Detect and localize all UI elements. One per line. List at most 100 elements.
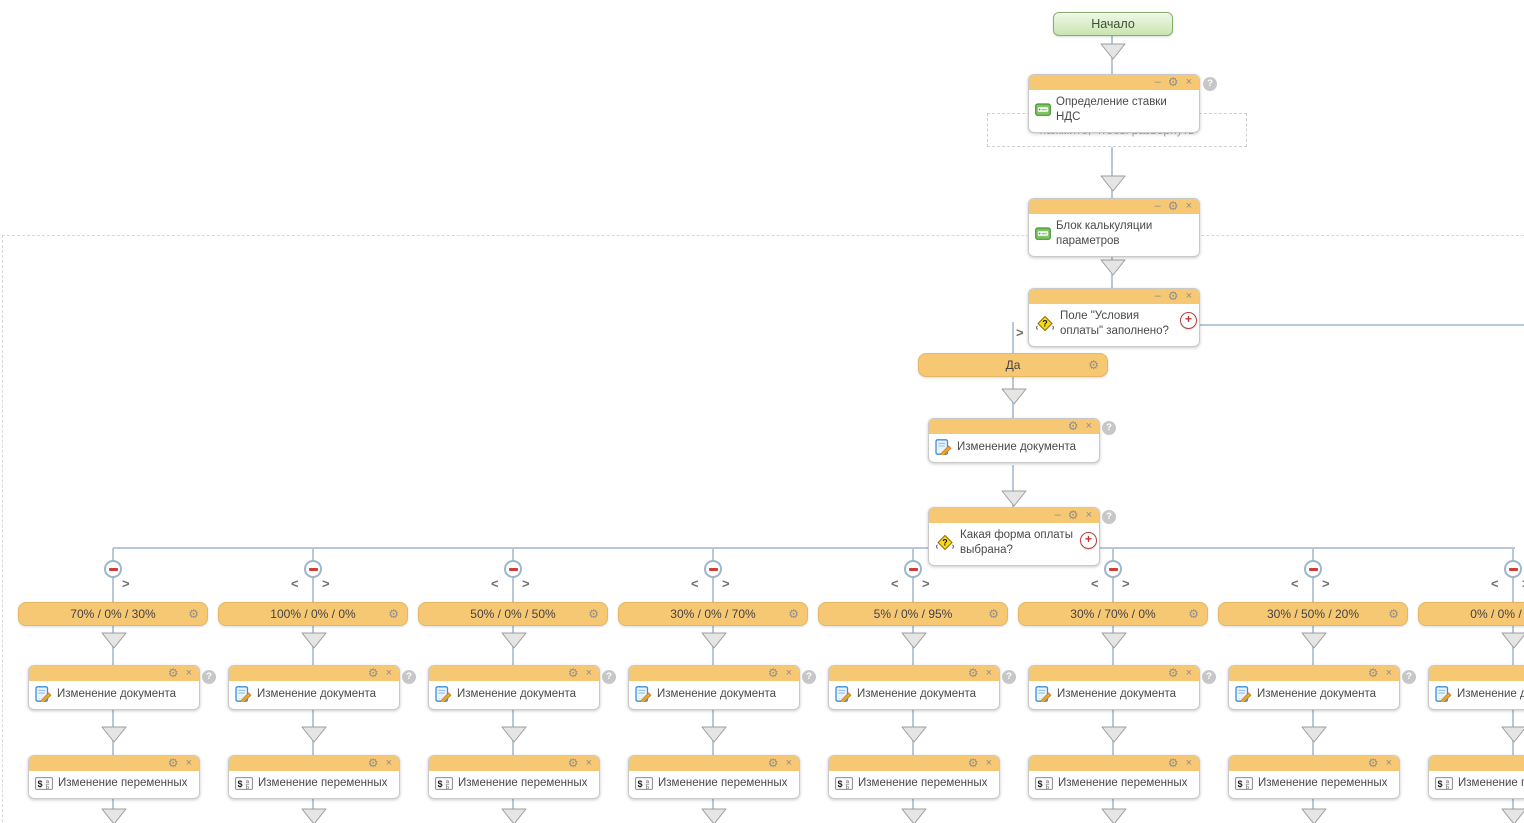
help-icon[interactable]: ? <box>1102 510 1116 524</box>
chevron-right-icon[interactable]: > <box>1122 576 1130 591</box>
gear-icon[interactable]: ⚙ <box>1367 666 1379 680</box>
change-document-node[interactable]: ⚙ × Изменение документа <box>828 665 1000 710</box>
branch-label[interactable]: 0% / 0% / 100% ⚙ <box>1418 602 1524 626</box>
gateway-node-payment-form[interactable]: – ⚙ × ? Какая форма оплаты выбрана? <box>928 507 1100 566</box>
chevron-right-icon[interactable]: > <box>1522 577 1524 590</box>
close-icon[interactable]: × <box>385 757 392 769</box>
gear-icon[interactable]: ⚙ <box>167 666 179 680</box>
change-document-node[interactable]: ⚙ × Изменение документа <box>1028 665 1200 710</box>
close-icon[interactable]: × <box>1185 757 1192 769</box>
start-node[interactable]: Начало <box>1053 12 1173 36</box>
chevron-right-icon[interactable]: > <box>722 576 730 591</box>
change-document-node[interactable]: ⚙ × Изменение документа <box>1428 665 1524 710</box>
change-document-node[interactable]: ⚙ × Изменение документа <box>628 665 800 710</box>
close-icon[interactable]: × <box>585 667 592 679</box>
close-icon[interactable]: × <box>1185 76 1192 88</box>
close-icon[interactable]: × <box>1385 757 1392 769</box>
gear-icon[interactable]: ⚙ <box>188 607 199 621</box>
close-icon[interactable]: × <box>1185 667 1192 679</box>
gear-icon[interactable]: ⚙ <box>1167 289 1179 303</box>
close-icon[interactable]: × <box>1085 509 1092 521</box>
close-icon[interactable]: × <box>785 757 792 769</box>
help-icon[interactable]: ? <box>1202 670 1216 684</box>
help-icon[interactable]: ? <box>1203 77 1217 91</box>
chevron-left-icon[interactable]: < <box>691 576 699 591</box>
gear-icon[interactable]: ⚙ <box>967 666 979 680</box>
chevron-right-icon[interactable]: > <box>322 576 330 591</box>
chevron-right-icon[interactable]: > <box>122 576 130 591</box>
branch-label[interactable]: 5% / 0% / 95% ⚙ <box>818 602 1008 626</box>
gear-icon[interactable]: ⚙ <box>788 607 799 621</box>
close-icon[interactable]: × <box>1185 290 1192 302</box>
chevron-left-icon[interactable]: < <box>491 576 499 591</box>
add-branch-button[interactable]: + <box>1080 532 1097 549</box>
gear-icon[interactable]: ⚙ <box>988 607 999 621</box>
chevron-right-icon[interactable]: > <box>922 576 930 591</box>
collapse-branch-button[interactable] <box>504 560 522 578</box>
chevron-left-icon[interactable]: < <box>291 576 299 591</box>
collapse-branch-button[interactable] <box>904 560 922 578</box>
help-icon[interactable]: ? <box>802 670 816 684</box>
branch-label[interactable]: 70% / 0% / 30% ⚙ <box>18 602 208 626</box>
close-icon[interactable]: × <box>785 667 792 679</box>
gear-icon[interactable]: ⚙ <box>388 607 399 621</box>
chevron-left-icon[interactable]: < <box>891 576 899 591</box>
gear-icon[interactable]: ⚙ <box>1088 358 1099 372</box>
minimize-icon[interactable]: – <box>1154 76 1161 88</box>
change-document-node[interactable]: ⚙ × Изменение документа <box>428 665 600 710</box>
help-icon[interactable]: ? <box>1002 670 1016 684</box>
help-icon[interactable]: ? <box>1102 421 1116 435</box>
help-icon[interactable]: ? <box>402 670 416 684</box>
change-document-node[interactable]: ⚙ × Изменение документа <box>28 665 200 710</box>
yes-branch-label[interactable]: Да ⚙ <box>918 353 1108 377</box>
change-document-node[interactable]: ⚙ × Изменение документа <box>228 665 400 710</box>
change-document-node[interactable]: ⚙ × Изменение документа <box>1228 665 1400 710</box>
gear-icon[interactable]: ⚙ <box>1167 199 1179 213</box>
minimize-icon[interactable]: – <box>1154 200 1161 212</box>
branch-label[interactable]: 30% / 70% / 0% ⚙ <box>1018 602 1208 626</box>
gear-icon[interactable]: ⚙ <box>1388 607 1399 621</box>
collapse-branch-button[interactable] <box>1504 560 1522 578</box>
gear-icon[interactable]: ⚙ <box>967 756 979 770</box>
gear-icon[interactable]: ⚙ <box>767 666 779 680</box>
gear-icon[interactable]: ⚙ <box>1367 756 1379 770</box>
close-icon[interactable]: × <box>985 757 992 769</box>
minimize-icon[interactable]: – <box>1154 290 1161 302</box>
collapse-branch-button[interactable] <box>1304 560 1322 578</box>
gear-icon[interactable]: ⚙ <box>367 666 379 680</box>
gear-icon[interactable]: ⚙ <box>567 756 579 770</box>
add-branch-button[interactable]: + <box>1180 312 1197 329</box>
gear-icon[interactable]: ⚙ <box>367 756 379 770</box>
chevron-left-icon[interactable]: < <box>1491 576 1499 591</box>
gear-icon[interactable]: ⚙ <box>1067 508 1079 522</box>
gateway-node-payment-terms[interactable]: – ⚙ × ? Поле "Условия оплаты" заполнено? <box>1028 288 1200 347</box>
close-icon[interactable]: × <box>585 757 592 769</box>
collapse-branch-button[interactable] <box>704 560 722 578</box>
collapse-branch-button[interactable] <box>1104 560 1122 578</box>
collapse-branch-button[interactable] <box>104 560 122 578</box>
gear-icon[interactable]: ⚙ <box>1167 75 1179 89</box>
chevron-right-icon[interactable]: > <box>1016 325 1024 340</box>
chevron-left-icon[interactable]: < <box>1291 576 1299 591</box>
branch-label[interactable]: 100% / 0% / 0% ⚙ <box>218 602 408 626</box>
chevron-right-icon[interactable]: > <box>522 576 530 591</box>
gear-icon[interactable]: ⚙ <box>588 607 599 621</box>
gear-icon[interactable]: ⚙ <box>567 666 579 680</box>
subprocess-node-calc-block[interactable]: – ⚙ × Блок калькуляции параметров <box>1028 198 1200 257</box>
gear-icon[interactable]: ⚙ <box>1167 756 1179 770</box>
branch-label[interactable]: 30% / 0% / 70% ⚙ <box>618 602 808 626</box>
subprocess-node-vat-rate[interactable]: – ⚙ × Определение ставки НДС <box>1028 74 1200 133</box>
collapse-branch-button[interactable] <box>304 560 322 578</box>
gear-icon[interactable]: ⚙ <box>1167 666 1179 680</box>
branch-label[interactable]: 30% / 50% / 20% ⚙ <box>1218 602 1408 626</box>
help-icon[interactable]: ? <box>602 670 616 684</box>
gear-icon[interactable]: ⚙ <box>1188 607 1199 621</box>
change-document-node[interactable]: ⚙ × Изменение документа <box>928 418 1100 463</box>
close-icon[interactable]: × <box>185 667 192 679</box>
